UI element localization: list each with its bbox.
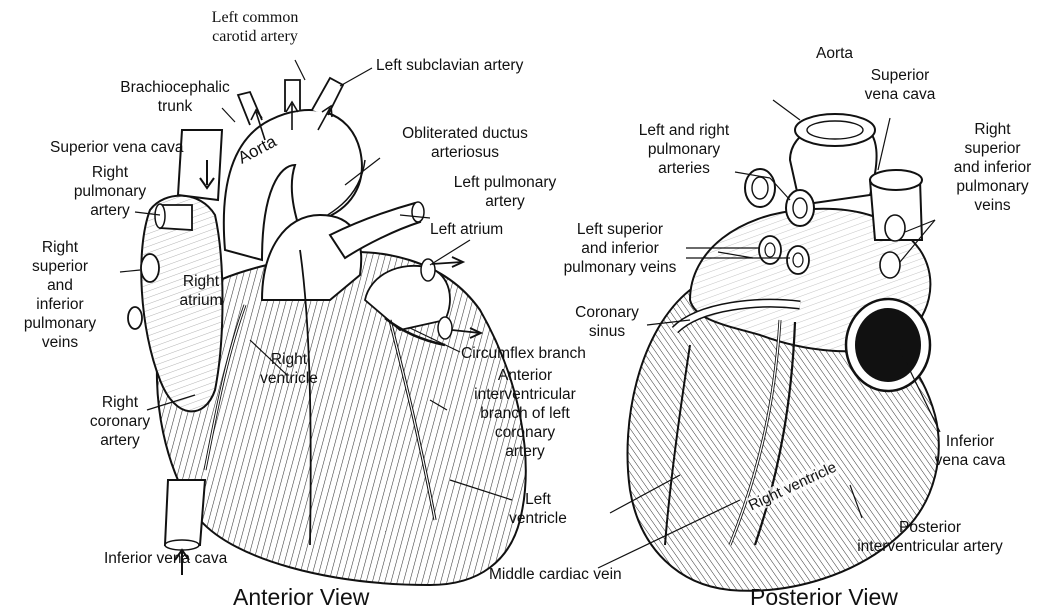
subclavian-vessel — [312, 78, 343, 115]
label-brachiocephalic: Brachiocephalic trunk — [110, 78, 240, 116]
label-left-right-pulmonary-arteries: Left and right pulmonary arteries — [620, 121, 748, 178]
label-posterior-interventricular: Posterior interventricular artery — [840, 518, 1020, 556]
label-right-pulmonary-artery: Right pulmonary artery — [60, 163, 160, 220]
label-right-coronary: Right coronary artery — [80, 393, 160, 450]
label-left-pulmonary-artery: Left pulmonary artery — [430, 173, 580, 211]
label-left-subclavian: Left subclavian artery — [376, 56, 523, 75]
label-anterior-interventricular: Anterior interventricular branch of left… — [450, 366, 600, 461]
caption-anterior-view: Anterior View — [233, 584, 369, 611]
label-circumflex: Circumflex branch — [461, 344, 586, 363]
anterior-svc — [178, 130, 222, 200]
anterior-ivc — [165, 480, 205, 545]
label-left-atrium: Left atrium — [430, 220, 503, 239]
label-anterior-right-ventricle: Right ventricle — [250, 350, 328, 388]
label-anterior-inferior-vena-cava: Inferior vena cava — [104, 549, 227, 568]
label-left-common-carotid: Left common carotid artery — [200, 8, 310, 46]
label-left-pulmonary-veins: Left superior and inferior pulmonary vei… — [540, 220, 700, 277]
anterior-left-pa — [330, 203, 420, 258]
label-posterior-aorta: Aorta — [816, 44, 853, 63]
label-posterior-inferior-vena-cava: Inferior vena cava — [925, 432, 1015, 470]
label-right-pulmonary-veins: Right superior and inferior pulmonary ve… — [0, 238, 120, 352]
caption-posterior-view: Posterior View — [750, 584, 898, 611]
label-left-ventricle: Left ventricle — [508, 490, 568, 528]
label-right-atrium: Right atrium — [170, 272, 232, 310]
label-middle-cardiac-vein: Middle cardiac vein — [489, 565, 622, 584]
label-obliterated-ductus: Obliterated ductus arteriosus — [390, 124, 540, 162]
label-anterior-superior-vena-cava: Superior vena cava — [50, 138, 184, 157]
label-posterior-right-pulmonary-veins: Right superior and inferior pulmonary ve… — [935, 120, 1050, 215]
label-posterior-superior-vena-cava: Superior vena cava — [860, 66, 940, 104]
label-coronary-sinus: Coronary sinus — [562, 303, 652, 341]
